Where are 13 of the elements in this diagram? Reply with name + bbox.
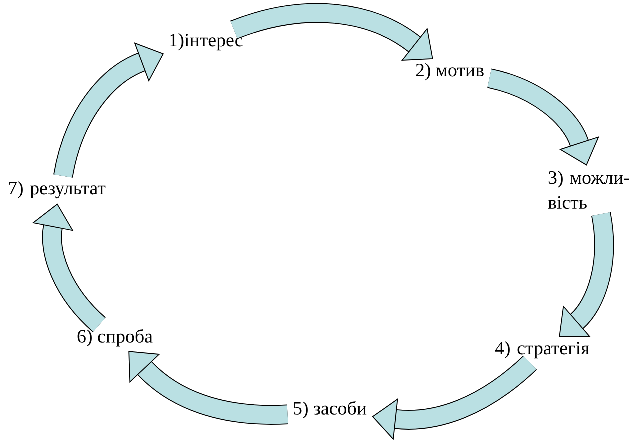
block-arrow bbox=[372, 356, 537, 440]
block-arrow bbox=[559, 212, 614, 338]
step-label: 7) результат bbox=[9, 181, 106, 199]
block-arrow bbox=[230, 3, 434, 61]
block-arrow bbox=[128, 351, 288, 425]
step-label: 3) можли-вість bbox=[548, 170, 630, 210]
step-label: 2) мотив bbox=[416, 63, 484, 81]
step-label: 6) спроба bbox=[78, 329, 153, 347]
block-arrow bbox=[32, 204, 106, 332]
block-arrow bbox=[487, 68, 600, 166]
step-label: 1)інтерес bbox=[170, 33, 243, 51]
step-label: 4) стратегія bbox=[495, 341, 590, 359]
step-label: 5) засоби bbox=[294, 401, 367, 419]
